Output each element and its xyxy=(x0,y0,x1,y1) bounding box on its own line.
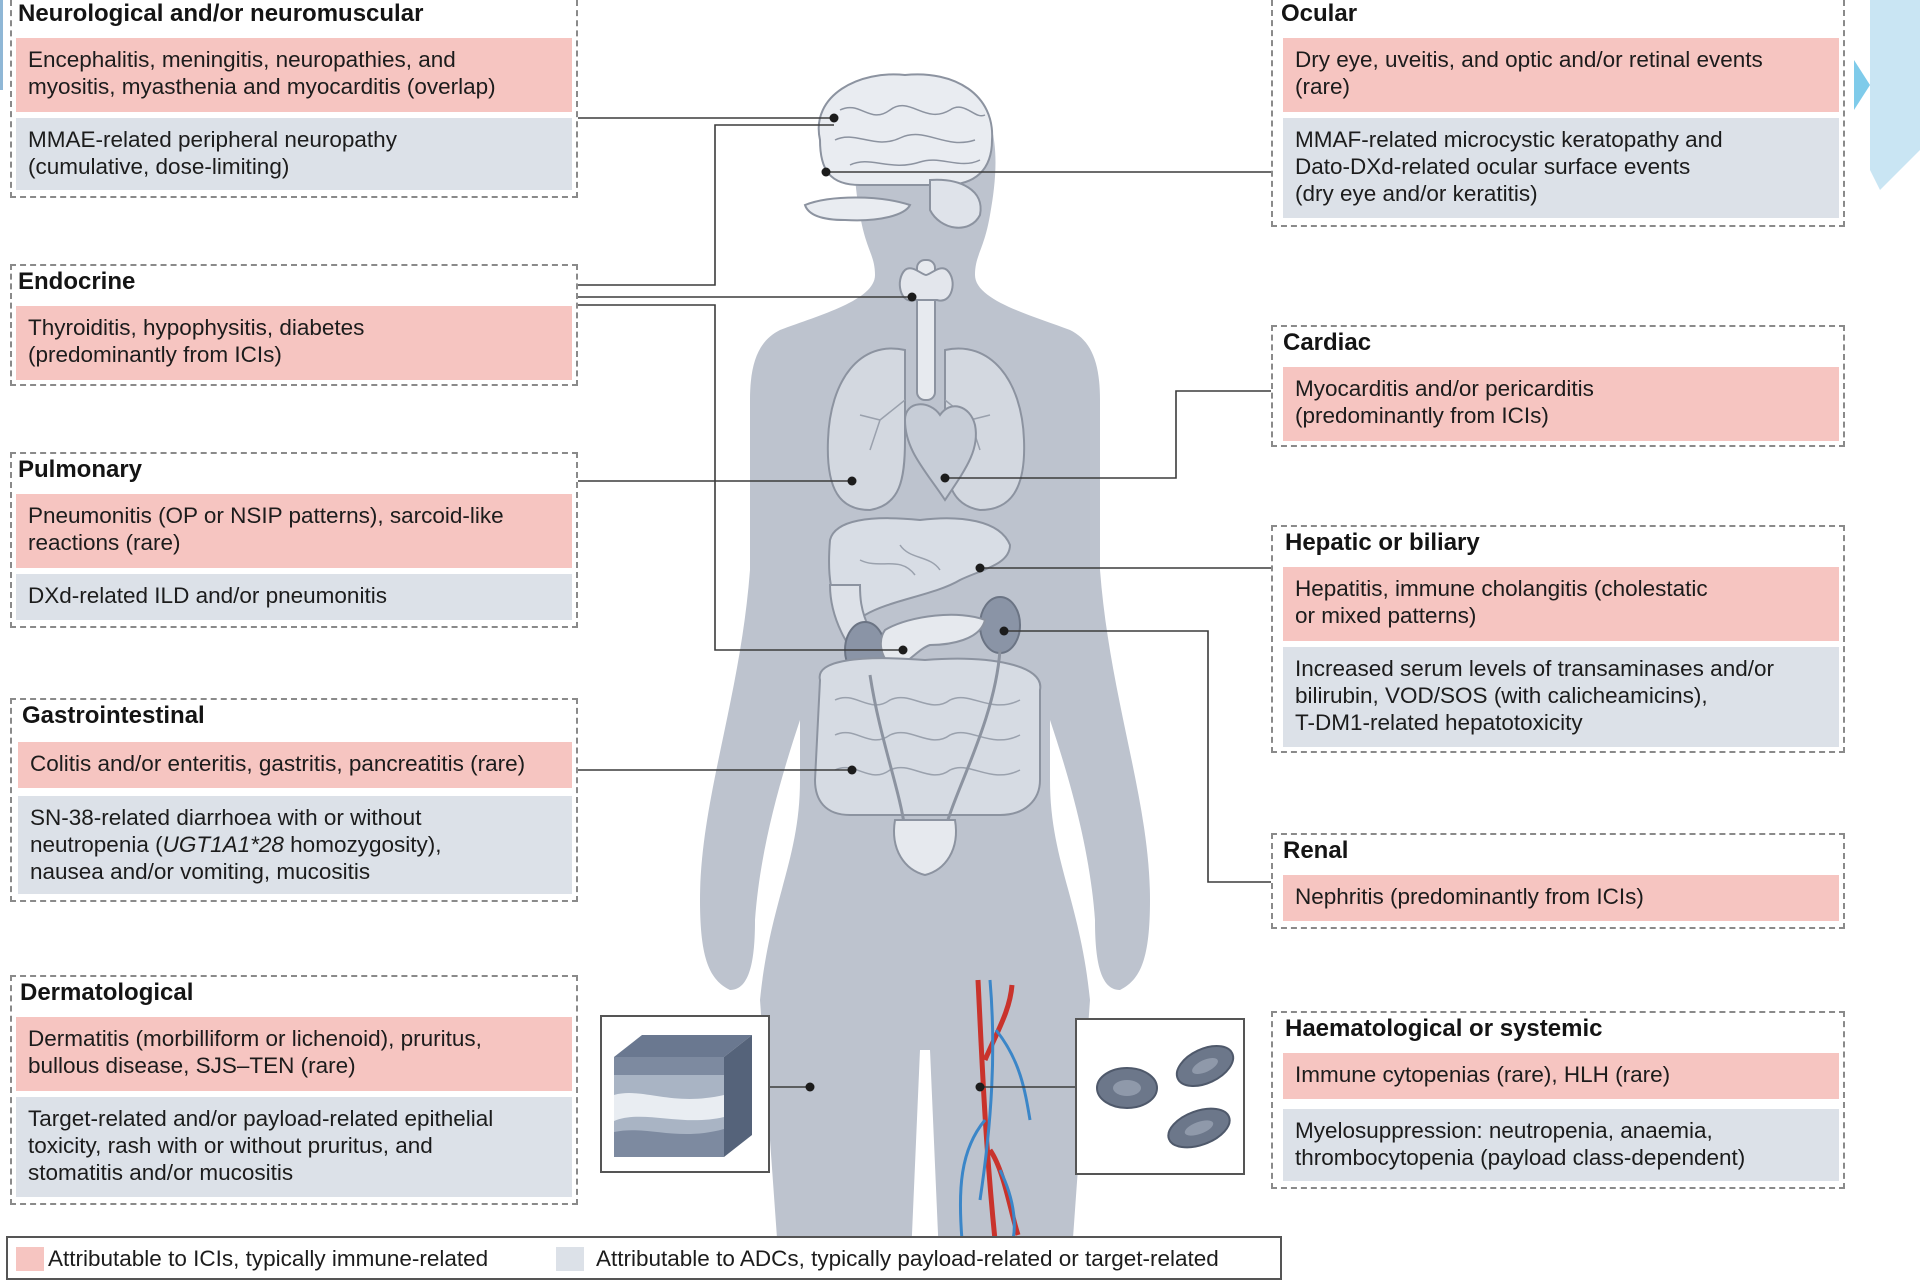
dot-pancreas xyxy=(898,645,908,655)
panel-pulmonary: Pulmonary Pneumonitis (OP or NSIP patter… xyxy=(10,452,578,628)
connector-cardiac xyxy=(945,390,1271,479)
ici-box: Hepatitis, immune cholangitis (cholestat… xyxy=(1283,567,1839,641)
panel-title: Haematological or systemic xyxy=(1285,1015,1603,1042)
adc-box: SN-38-related diarrhoea with or without … xyxy=(18,796,572,894)
thyroid xyxy=(898,267,954,302)
panel-hepatic: Hepatic or biliary Hepatitis, immune cho… xyxy=(1271,525,1845,753)
panel-renal: Renal Nephritis (predominantly from ICIs… xyxy=(1271,833,1845,929)
adc-line-2: neutropenia (UGT1A1*28 homozygosity), xyxy=(30,831,560,858)
legend-swatch-ici xyxy=(16,1247,44,1271)
lung-left xyxy=(826,347,906,512)
dot-intestine xyxy=(847,765,857,775)
dot-thyroid xyxy=(907,292,917,302)
panel-haematological: Haematological or systemic Immune cytope… xyxy=(1271,1011,1845,1189)
panel-dermatological: Dermatological Dermatitis (morbilliform … xyxy=(10,975,578,1205)
adc-box: Myelosuppression: neutropenia, anaemia, … xyxy=(1283,1109,1839,1181)
dot-kidney xyxy=(999,626,1009,636)
panel-title: Hepatic or biliary xyxy=(1285,529,1480,556)
panel-title: Pulmonary xyxy=(18,456,143,483)
panel-title: Gastrointestinal xyxy=(22,702,205,729)
connector-endocrine xyxy=(578,124,834,286)
nasal-airway xyxy=(803,196,912,222)
ici-box: Encephalitis, meningitis, neuropathies, … xyxy=(16,38,572,112)
panel-title: Neurological and/or neuromuscular xyxy=(18,0,424,27)
adc-line-3: nausea and/or vomiting, mucositis xyxy=(30,859,371,884)
connector-renal xyxy=(1004,630,1271,883)
ici-box: Thyroiditis, hypophysitis, diabetes (pre… xyxy=(16,306,572,380)
adc-box: Target-related and/or payload-related ep… xyxy=(16,1097,572,1197)
ici-box: Colitis and/or enteritis, gastritis, pan… xyxy=(18,742,572,788)
blood-cells-inset xyxy=(1075,1018,1245,1175)
dot-heart xyxy=(940,473,950,483)
ici-box: Pneumonitis (OP or NSIP patterns), sarco… xyxy=(16,494,572,568)
legend-label-ici: Attributable to ICIs, typically immune-r… xyxy=(48,1246,489,1271)
adc-line-1: SN-38-related diarrhoea with or without xyxy=(30,805,422,830)
dot-brain xyxy=(829,113,839,123)
gene-variant: UGT1A1*28 xyxy=(162,832,284,857)
adc-box: DXd-related ILD and/or pneumonitis xyxy=(16,574,572,620)
ici-box: Immune cytopenias (rare), HLH (rare) xyxy=(1283,1053,1839,1099)
panel-endocrine: Endocrine Thyroiditis, hypophysitis, dia… xyxy=(10,264,578,386)
panel-title: Ocular xyxy=(1281,0,1358,27)
legend: Attributable to ICIs, typically immune-r… xyxy=(6,1236,1282,1280)
panel-ocular: Ocular Dry eye, uveitis, and optic and/o… xyxy=(1271,0,1845,227)
ici-box: Dermatitis (morbilliform or lichenoid), … xyxy=(16,1017,572,1091)
bladder xyxy=(893,819,957,877)
dot-eye xyxy=(821,167,831,177)
panel-title: Cardiac xyxy=(1283,329,1372,356)
cerebellum xyxy=(929,178,982,229)
panel-neurological: Neurological and/or neuromuscular Enceph… xyxy=(10,0,578,198)
dot-liver xyxy=(975,563,985,573)
connector-endocrine-pancreas xyxy=(578,304,903,651)
ici-box: Myocarditis and/or pericarditis (predomi… xyxy=(1283,367,1839,441)
panel-cardiac: Cardiac Myocarditis and/or pericarditis … xyxy=(1271,325,1845,447)
red-blood-cells-icon xyxy=(1096,1045,1235,1149)
intestines xyxy=(813,657,1042,816)
dot-skin xyxy=(805,1082,815,1092)
panel-gastrointestinal: Gastrointestinal Colitis and/or enteriti… xyxy=(10,698,578,902)
dot-blood xyxy=(975,1082,985,1092)
corner-accent-left xyxy=(0,0,3,90)
panel-title: Dermatological xyxy=(20,979,194,1006)
adc-line-2-pre: neutropenia ( xyxy=(30,832,163,857)
dot-lung xyxy=(847,476,857,486)
skin-layers-icon xyxy=(614,1035,752,1157)
corner-accent-right xyxy=(1854,0,1920,190)
ici-box: Dry eye, uveitis, and optic and/or retin… xyxy=(1283,38,1839,112)
heart xyxy=(903,403,977,502)
legend-swatch-adc xyxy=(556,1247,584,1271)
skin-inset xyxy=(600,1015,770,1173)
panel-title: Endocrine xyxy=(18,268,136,295)
adc-box: MMAF-related microcystic keratopathy and… xyxy=(1283,118,1839,218)
ici-box: Nephritis (predominantly from ICIs) xyxy=(1283,875,1839,921)
adc-box: MMAE-related peripheral neuropathy (cumu… xyxy=(16,118,572,190)
legend-label-adc: Attributable to ADCs, typically payload-… xyxy=(596,1246,1219,1271)
adc-box: Increased serum levels of transaminases … xyxy=(1283,647,1839,747)
brain xyxy=(817,73,994,186)
panel-title: Renal xyxy=(1283,837,1349,864)
adc-line-2-post: homozygosity), xyxy=(283,832,442,857)
